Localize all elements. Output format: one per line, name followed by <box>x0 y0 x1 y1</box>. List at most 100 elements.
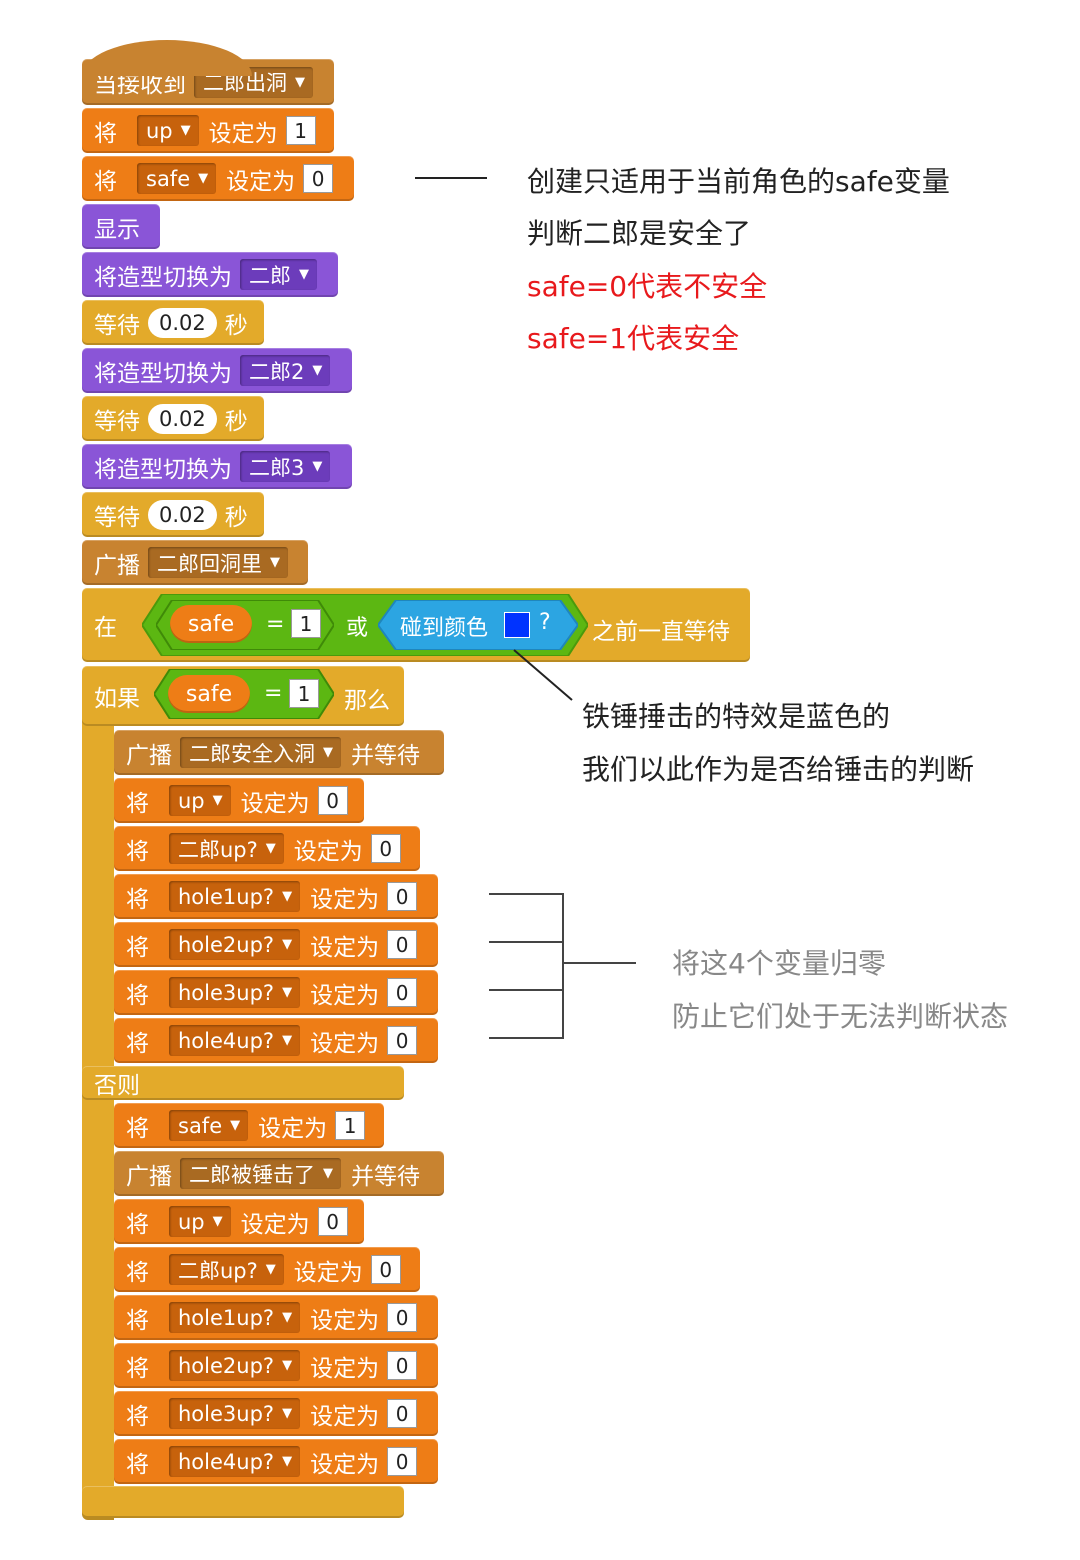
switch-costume-block[interactable]: 将造型切换为 二郎3▼ <box>82 444 352 489</box>
value-input[interactable]: 0 <box>387 1399 418 1428</box>
set-variable-block[interactable]: 将 safe▼ 设定为 1 <box>114 1103 384 1148</box>
variable-dropdown[interactable]: hole1up?▼ <box>169 881 301 912</box>
set-variable-block[interactable]: 将 up▼ 设定为 1 <box>82 108 334 153</box>
set-variable-block[interactable]: 将 safe▼ 设定为 0 <box>82 156 354 201</box>
dropdown-arrow-icon: ▼ <box>282 889 293 904</box>
variable-dropdown[interactable]: hole4up? ▼ <box>169 1446 301 1477</box>
wait-until-prefix: 在 <box>94 615 117 641</box>
set-verb-label: 将 <box>94 168 117 195</box>
variable-dropdown[interactable]: hole4up?▼ <box>169 1025 301 1056</box>
safe-variable-reporter[interactable]: safe <box>170 605 252 643</box>
wait-until-suffix: 之前一直等待 <box>592 619 730 645</box>
compare-value-input[interactable]: 1 <box>289 679 319 708</box>
value-input[interactable]: 0 <box>387 930 418 959</box>
variable-dropdown[interactable]: 二郎up?▼ <box>169 1254 284 1285</box>
value-input[interactable]: 0 <box>387 1303 418 1332</box>
set-verb-label: 将 <box>126 1451 149 1478</box>
set-verb-label: 将 <box>126 1307 149 1334</box>
variable-dropdown[interactable]: 二郎up?▼ <box>169 833 284 864</box>
switch-costume-block[interactable]: 将造型切换为 二郎2▼ <box>82 348 352 393</box>
wait-block[interactable]: 等待 0.02 秒 <box>82 492 264 537</box>
safe-variable-reporter[interactable]: safe <box>168 675 250 713</box>
show-block[interactable]: 显示 <box>82 204 160 249</box>
seconds-input[interactable]: 0.02 <box>148 403 217 434</box>
compare-value-input[interactable]: 1 <box>291 609 321 638</box>
value-input[interactable]: 0 <box>387 1447 418 1476</box>
value-input[interactable]: 1 <box>285 116 316 145</box>
variable-name: 二郎up? <box>178 1258 258 1283</box>
costume-dropdown[interactable]: 二郎▼ <box>240 259 317 290</box>
wait-block[interactable]: 等待 0.02 秒 <box>82 396 264 441</box>
variable-dropdown[interactable]: up▼ <box>137 115 199 146</box>
costume-name: 二郎2 <box>249 359 305 384</box>
dropdown-arrow-icon: ▼ <box>282 1310 293 1325</box>
variable-dropdown[interactable]: hole2up? ▼ <box>169 929 301 960</box>
variable-dropdown[interactable]: up▼ <box>169 785 231 816</box>
costume-dropdown[interactable]: 二郎2▼ <box>240 355 331 386</box>
broadcast-and-wait-block[interactable]: 广播二郎安全入洞▼并等待 <box>114 730 444 775</box>
variable-dropdown[interactable]: hole3up?▼ <box>169 1398 301 1429</box>
broadcast-and-wait-block[interactable]: 广播二郎被锤击了▼并等待 <box>114 1151 444 1196</box>
value-input[interactable]: 0 <box>303 164 334 193</box>
dropdown-arrow-icon: ▼ <box>282 985 293 1000</box>
message-dropdown[interactable]: 二郎安全入洞▼ <box>180 737 341 768</box>
message-dropdown[interactable]: 二郎被锤击了▼ <box>180 1158 341 1189</box>
else-bar[interactable]: 否则 <box>82 1066 404 1100</box>
if-label: 如果 <box>94 686 140 712</box>
or-label: 或 <box>346 616 369 641</box>
variable-dropdown[interactable]: hole1up?▼ <box>169 1302 301 1333</box>
bracket-line <box>489 941 563 943</box>
message-dropdown[interactable]: 二郎回洞里▼ <box>148 547 288 578</box>
value-input[interactable]: 0 <box>370 1255 401 1284</box>
costume-dropdown[interactable]: 二郎3▼ <box>240 451 331 482</box>
broadcast-label: 广播 <box>94 552 140 579</box>
value-input[interactable]: 0 <box>370 834 401 863</box>
dropdown-arrow-icon: ▼ <box>282 1454 293 1469</box>
value-input[interactable]: 0 <box>387 882 418 911</box>
variable-dropdown[interactable]: hole3up?▼ <box>169 977 301 1008</box>
dropdown-arrow-icon: ▼ <box>282 937 293 952</box>
color-swatch[interactable] <box>504 612 530 638</box>
set-to-label: 设定为 <box>293 838 363 865</box>
set-verb-label: 将 <box>126 934 149 961</box>
seconds-input[interactable]: 0.02 <box>148 307 217 338</box>
set-variable-block[interactable]: 将 hole4up? ▼ 设定为 0 <box>114 1439 438 1484</box>
bracket-line <box>562 893 564 1039</box>
set-variable-block[interactable]: 将 hole2up? ▼ 设定为 0 <box>114 922 438 967</box>
value-input[interactable]: 0 <box>387 978 418 1007</box>
variable-dropdown[interactable]: safe▼ <box>137 163 217 194</box>
value-input[interactable]: 0 <box>317 1207 348 1236</box>
set-to-label: 设定为 <box>310 1451 380 1478</box>
value-input[interactable]: 0 <box>387 1351 418 1380</box>
comment-line: 将这4个变量归零 <box>672 947 886 980</box>
set-to-label: 设定为 <box>310 934 380 961</box>
wait-block[interactable]: 等待 0.02 秒 <box>82 300 264 345</box>
value-input[interactable]: 0 <box>317 786 348 815</box>
value-input[interactable]: 0 <box>387 1026 418 1055</box>
variable-name: safe <box>187 611 235 637</box>
comment-line: 防止它们处于无法判断状态 <box>672 1000 1009 1033</box>
variable-dropdown[interactable]: up▼ <box>169 1206 231 1237</box>
variable-dropdown[interactable]: hole2up?▼ <box>169 1350 301 1381</box>
variable-name: hole2up? <box>178 932 275 957</box>
dropdown-arrow-icon: ▼ <box>312 459 323 474</box>
switch-costume-block[interactable]: 将造型切换为 二郎▼ <box>82 252 338 297</box>
value-input[interactable]: 1 <box>335 1111 366 1140</box>
set-to-label: 设定为 <box>208 120 278 147</box>
seconds-input[interactable]: 0.02 <box>148 499 217 530</box>
set-to-label: 设定为 <box>258 1115 328 1142</box>
set-verb-label: 将 <box>126 1115 149 1142</box>
variable-dropdown[interactable]: safe▼ <box>169 1110 249 1141</box>
broadcast-block[interactable]: 广播 二郎回洞里▼ <box>82 540 308 585</box>
variable-name: hole4up? <box>178 1449 275 1474</box>
